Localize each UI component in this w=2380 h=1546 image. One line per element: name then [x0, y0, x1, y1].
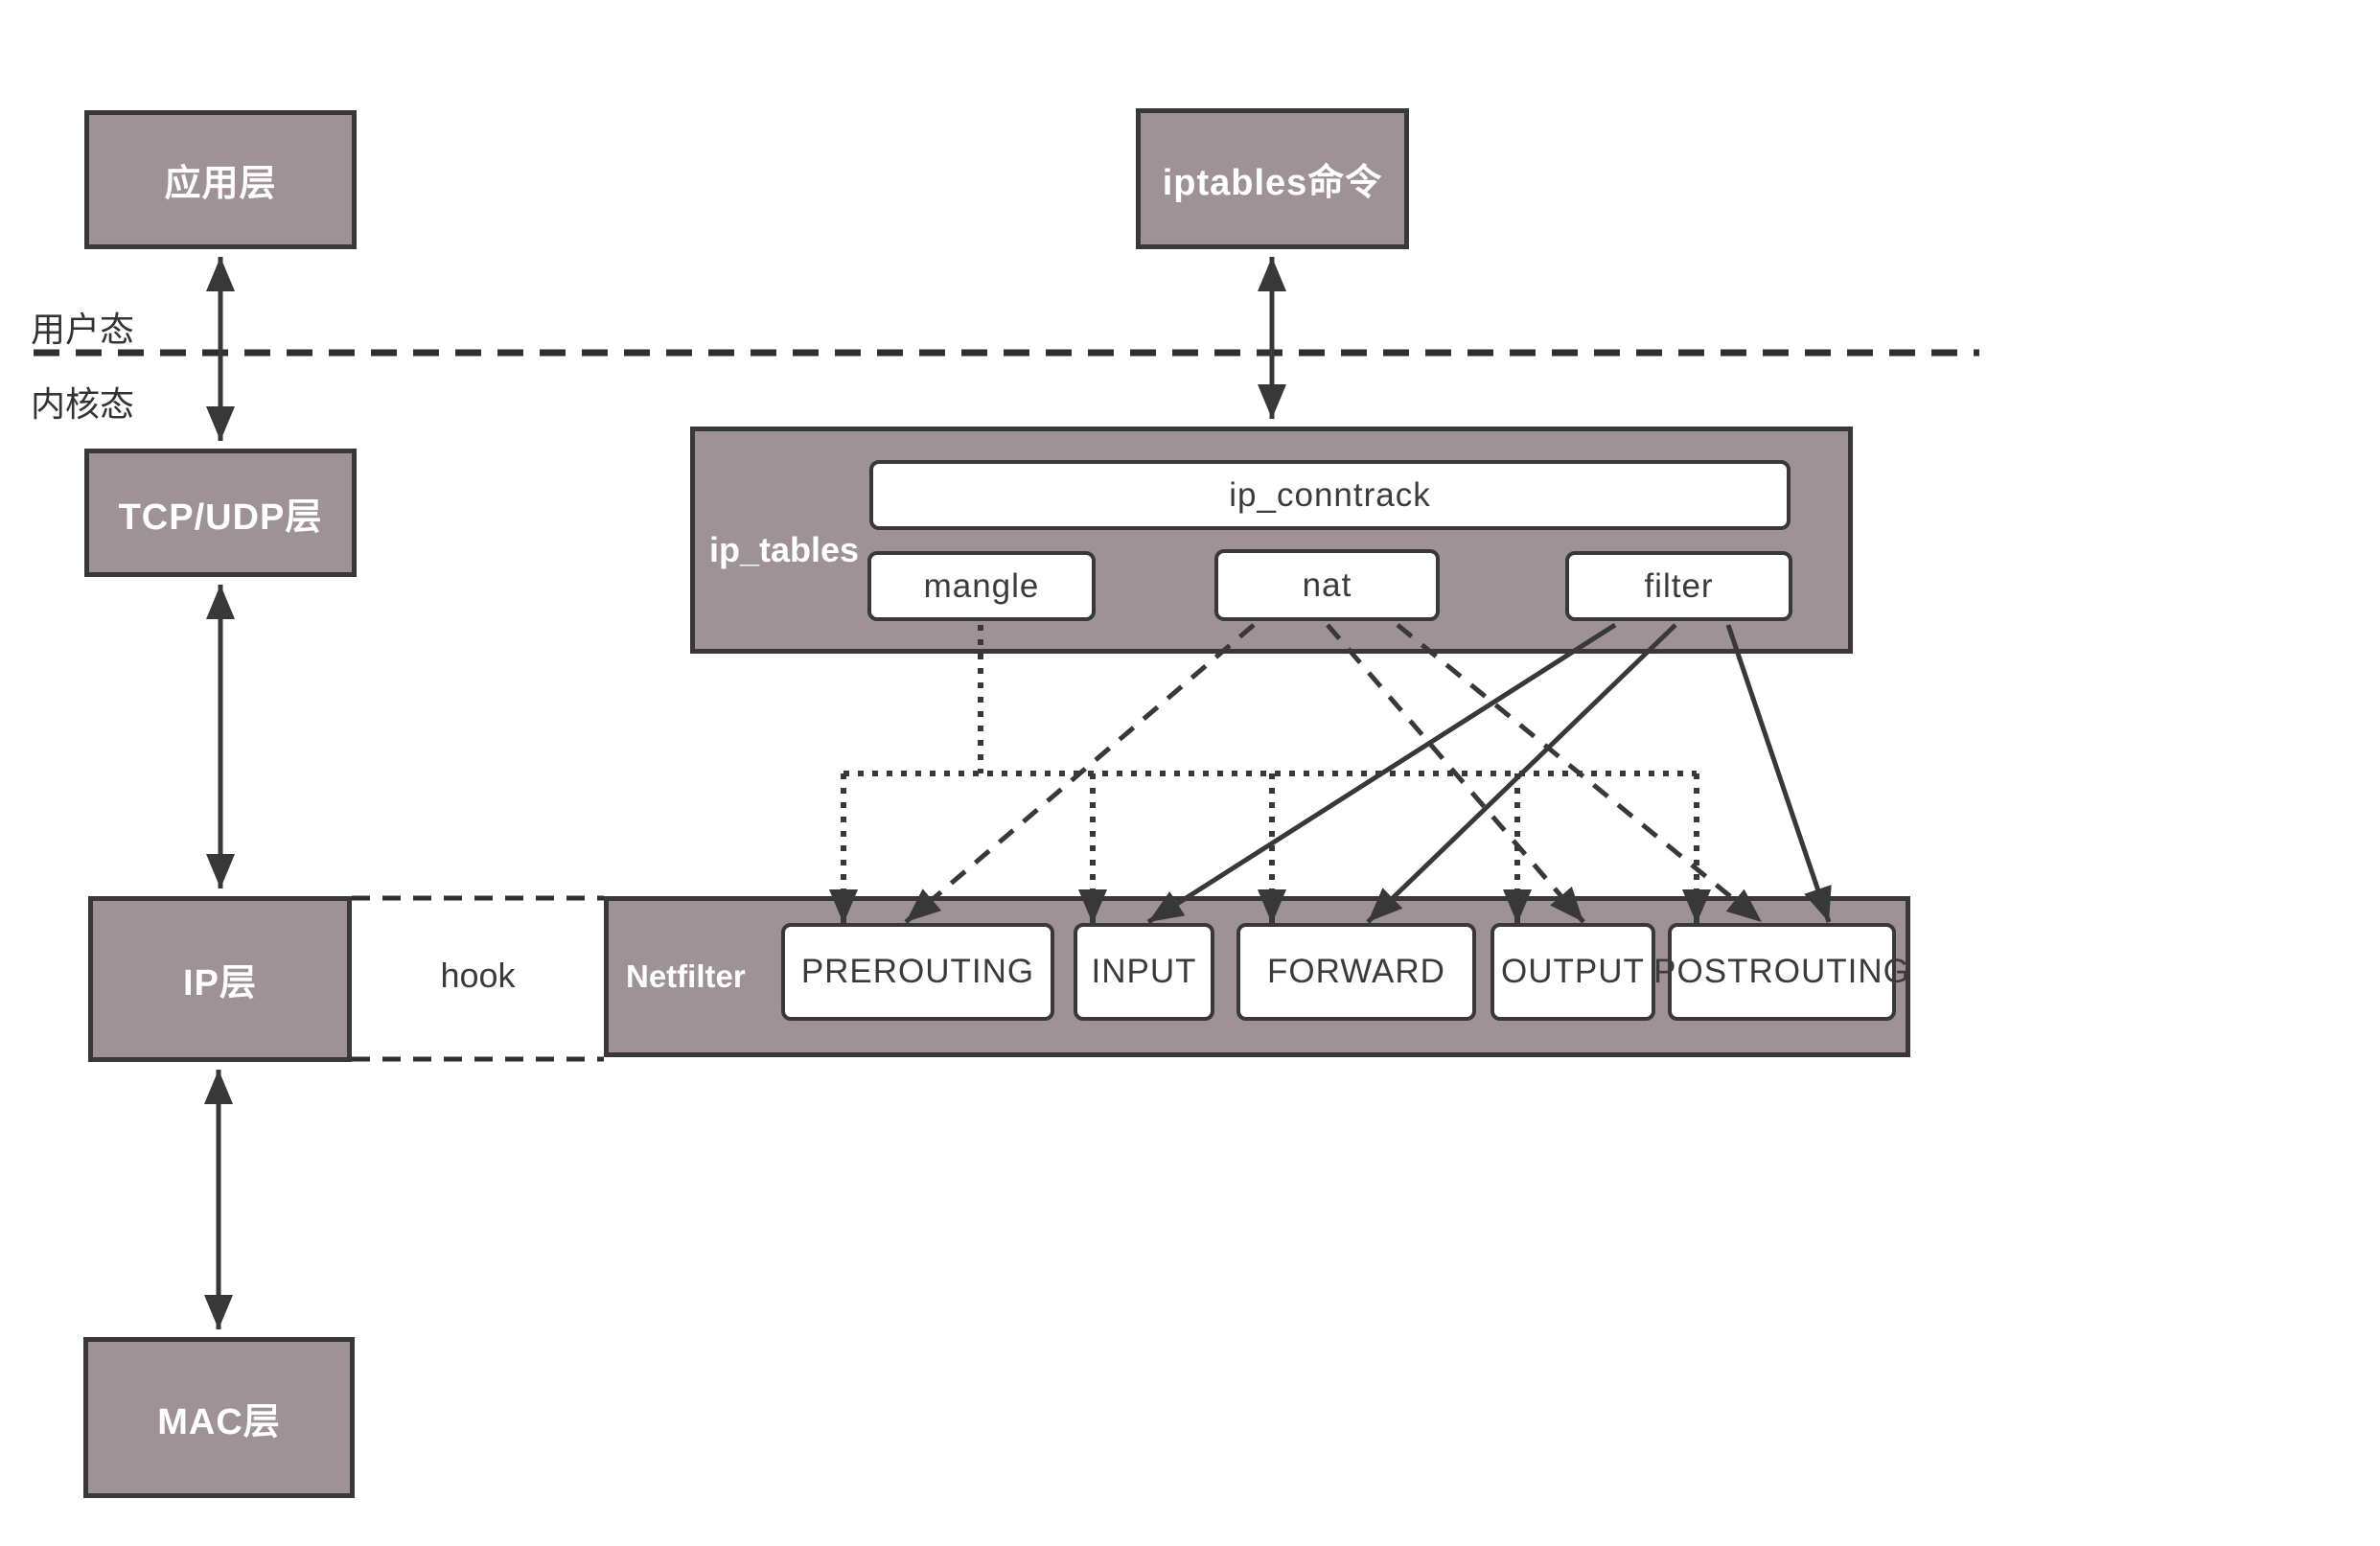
- mangle-table-label: mangle: [923, 566, 1040, 605]
- input-chain-box: INPUT: [1074, 923, 1214, 1021]
- postrouting-chain-label: POSTROUTING: [1653, 953, 1910, 990]
- tcp-udp-layer-box: TCP/UDP层: [84, 449, 357, 577]
- application-layer-box: 应用层: [84, 110, 357, 249]
- user-mode-label: 用户态: [31, 310, 135, 349]
- arrow-filter-to-forward: [1366, 623, 1677, 924]
- output-chain-label: OUTPUT: [1501, 953, 1645, 990]
- arrow-nat-to-output: [1326, 623, 1585, 924]
- kernel-mode-label: 内核态: [31, 384, 135, 424]
- prerouting-chain-label: PREROUTING: [800, 953, 1035, 990]
- arrow-nat-to-prerouting: [904, 623, 1256, 924]
- ip-tables-label: ip_tables: [709, 530, 860, 569]
- input-chain-label: INPUT: [1091, 953, 1197, 990]
- mac-layer-label: MAC层: [157, 1401, 281, 1442]
- tcp-udp-layer-label: TCP/UDP层: [118, 496, 323, 538]
- iptables-command-box: iptables命令: [1136, 108, 1409, 249]
- filter-table-box: filter: [1565, 551, 1792, 621]
- mangle-table-box: mangle: [867, 551, 1096, 621]
- prerouting-chain-box: PREROUTING: [781, 923, 1054, 1021]
- iptables-command-label: iptables命令: [1162, 163, 1383, 203]
- nat-table-label: nat: [1302, 565, 1352, 604]
- output-chain-box: OUTPUT: [1490, 923, 1655, 1021]
- hook-label: hook: [440, 956, 516, 995]
- nat-table-box: nat: [1214, 549, 1440, 621]
- forward-chain-box: FORWARD: [1236, 923, 1476, 1021]
- application-layer-label: 应用层: [164, 164, 277, 204]
- ip-conntrack-label: ip_conntrack: [1229, 475, 1431, 514]
- ip-conntrack-box: ip_conntrack: [869, 460, 1791, 530]
- arrow-filter-to-input: [1146, 622, 1617, 925]
- filter-table-label: filter: [1644, 566, 1714, 605]
- postrouting-chain-box: POSTROUTING: [1653, 923, 1909, 1021]
- ip-layer-box: IP层: [88, 896, 352, 1062]
- arrow-filter-to-postrouting: [1725, 624, 1832, 923]
- forward-chain-label: FORWARD: [1267, 953, 1445, 990]
- arrow-nat-to-postrouting: [1396, 623, 1764, 924]
- netfilter-label: Netfilter: [626, 958, 746, 994]
- ip-layer-label: IP层: [183, 963, 257, 1004]
- mac-layer-box: MAC层: [83, 1337, 355, 1498]
